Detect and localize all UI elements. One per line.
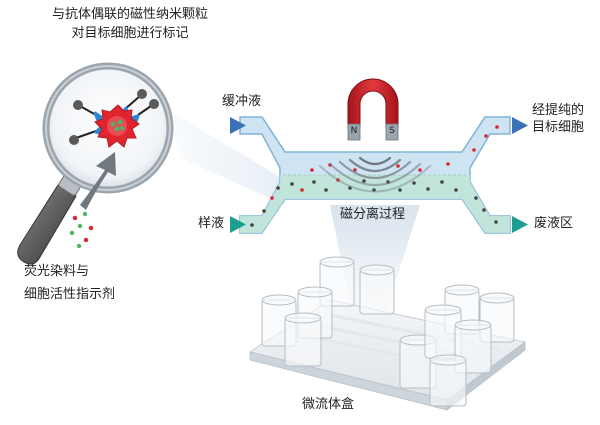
microfluidic-channel xyxy=(239,116,511,234)
dye-label-line-1: 荧光染料与 xyxy=(24,264,90,279)
purified-label-line-1: 经提纯的 xyxy=(532,103,585,118)
waste-outlet-arrow xyxy=(512,216,528,233)
waste-label: 废液区 xyxy=(534,216,574,231)
labeled-cell-illustration xyxy=(69,89,159,148)
magnifier-handle xyxy=(17,184,77,265)
magnifier-light-beam xyxy=(160,105,285,205)
magnet-icon xyxy=(347,78,399,141)
buffer-inlet-arrow xyxy=(230,117,246,134)
channel-particles xyxy=(250,125,499,227)
sample-inlet-arrow xyxy=(230,216,246,233)
dye-arrow xyxy=(80,152,116,210)
buffer-label: 缓冲液 xyxy=(222,94,262,109)
microfluidic-box-illustration xyxy=(248,256,527,411)
magnetic-field-lines xyxy=(318,156,432,193)
channel-lower-stream xyxy=(240,175,510,233)
dye-dots xyxy=(69,211,94,249)
magnet-s-label: S xyxy=(389,126,395,136)
sample-label: 样液 xyxy=(198,216,225,231)
box-label: 微流体盒 xyxy=(302,397,355,412)
process-label: 磁分离过程 xyxy=(340,207,406,222)
magnet-n-label: N xyxy=(350,126,358,136)
purified-outlet-arrow xyxy=(512,117,528,134)
title-line-2: 对目标细胞进行标记 xyxy=(71,26,189,41)
title-line-1: 与抗体偶联的磁性纳米颗粒 xyxy=(51,7,208,22)
purified-label-line-2: 目标细胞 xyxy=(532,120,585,135)
dye-label-line-2: 细胞活性指示剂 xyxy=(24,287,116,302)
magnifying-glass-icon xyxy=(17,62,174,265)
